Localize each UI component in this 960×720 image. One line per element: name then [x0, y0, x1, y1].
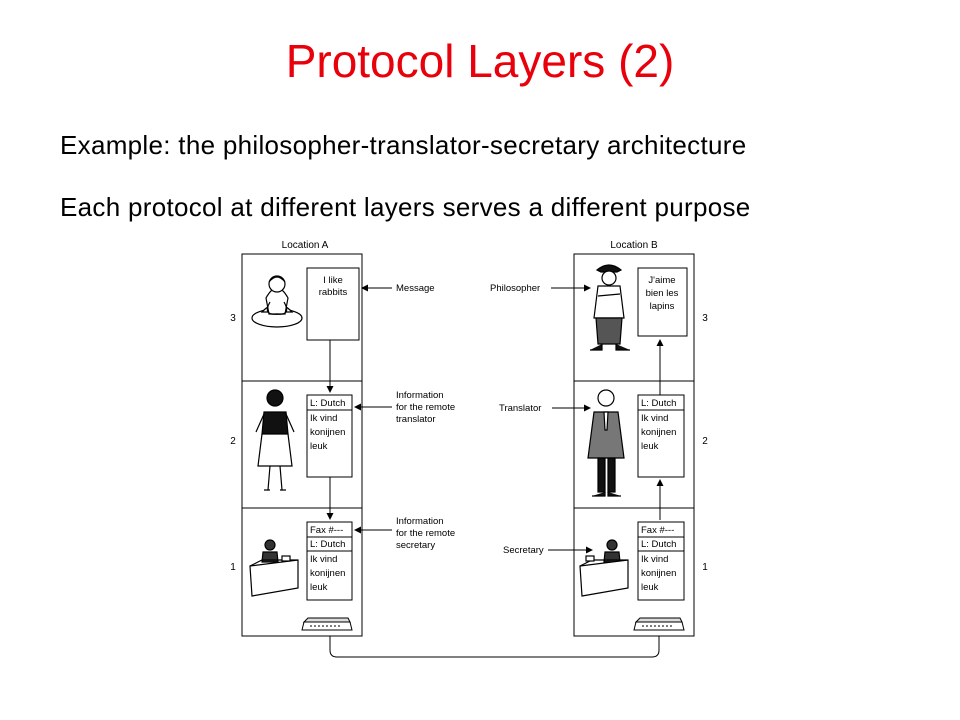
translator-a-icon: [255, 389, 295, 491]
svg-text:konijnen: konijnen: [641, 427, 676, 438]
layer-number-a-1: 1: [230, 562, 236, 573]
location-b-column: [573, 253, 695, 637]
fax-machine-a-icon: [301, 617, 353, 631]
note-a-layer2: L: Dutch Ik vind konijnen leuk: [306, 394, 353, 478]
svg-text:leuk: leuk: [641, 441, 659, 452]
svg-text:Information: Information: [396, 516, 444, 527]
svg-text:konijnen: konijnen: [641, 568, 676, 579]
svg-text:L: Dutch: L: Dutch: [310, 539, 345, 550]
layer-number-b-3: 3: [702, 313, 708, 324]
label-translator: Translator: [499, 403, 541, 414]
svg-text:bien les: bien les: [646, 288, 679, 299]
philosopher-a-icon: [251, 275, 303, 328]
svg-text:konijnen: konijnen: [310, 568, 345, 579]
svg-text:L: Dutch: L: Dutch: [641, 539, 676, 550]
svg-text:leuk: leuk: [310, 582, 328, 593]
svg-text:Ik vind: Ik vind: [641, 554, 668, 565]
label-info-translator: Information for the remote translator: [396, 390, 455, 425]
note-b-layer3: J'aime bien les lapins: [637, 267, 688, 337]
note-a-layer1: Fax #--- L: Dutch Ik vind konijnen leuk: [306, 521, 353, 601]
svg-text:J'aime: J'aime: [648, 275, 675, 286]
svg-text:translator: translator: [396, 414, 436, 425]
svg-text:Fax #---: Fax #---: [641, 525, 674, 536]
svg-text:I like: I like: [323, 275, 343, 286]
label-philosopher: Philosopher: [490, 283, 540, 294]
secretary-a-icon: [249, 539, 299, 597]
svg-text:for the remote: for the remote: [396, 528, 455, 539]
svg-text:for the remote: for the remote: [396, 402, 455, 413]
svg-text:lapins: lapins: [650, 301, 675, 312]
fax-machine-b-icon: [633, 617, 685, 631]
svg-text:leuk: leuk: [641, 582, 659, 593]
translator-b-icon: [587, 389, 625, 497]
transmission-line: [329, 636, 660, 658]
svg-text:leuk: leuk: [310, 441, 328, 452]
svg-text:Ik vind: Ik vind: [310, 413, 337, 424]
secretary-b-icon: [579, 539, 629, 597]
svg-text:Ik vind: Ik vind: [310, 554, 337, 565]
label-secretary: Secretary: [503, 545, 544, 556]
note-a-layer3: I like rabbits: [306, 267, 360, 341]
label-info-secretary: Information for the remote secretary: [396, 516, 455, 551]
location-b-label: Location B: [610, 240, 658, 251]
layer-number-a-2: 2: [230, 436, 236, 447]
location-a-label: Location A: [282, 240, 329, 251]
philosopher-b-icon: [590, 264, 630, 351]
location-a-column: [241, 253, 363, 637]
svg-text:Information: Information: [396, 390, 444, 401]
svg-text:rabbits: rabbits: [319, 287, 348, 298]
svg-text:Ik vind: Ik vind: [641, 413, 668, 424]
layer-number-b-1: 1: [702, 562, 708, 573]
note-b-layer2: L: Dutch Ik vind konijnen leuk: [637, 394, 685, 478]
layer-number-a-3: 3: [230, 313, 236, 324]
svg-text:Fax #---: Fax #---: [310, 525, 343, 536]
svg-text:konijnen: konijnen: [310, 427, 345, 438]
svg-text:secretary: secretary: [396, 540, 435, 551]
bullet-purpose: Each protocol at different layers serves…: [60, 192, 751, 222]
svg-text:L: Dutch: L: Dutch: [310, 398, 345, 409]
svg-text:L: Dutch: L: Dutch: [641, 398, 676, 409]
slide-title: Protocol Layers (2): [285, 35, 675, 87]
layer-number-b-2: 2: [702, 436, 708, 447]
note-b-layer1: Fax #--- L: Dutch Ik vind konijnen leuk: [637, 521, 685, 601]
bullet-example: Example: the philosopher-translator-secr…: [60, 130, 747, 160]
label-message: Message: [396, 283, 435, 294]
